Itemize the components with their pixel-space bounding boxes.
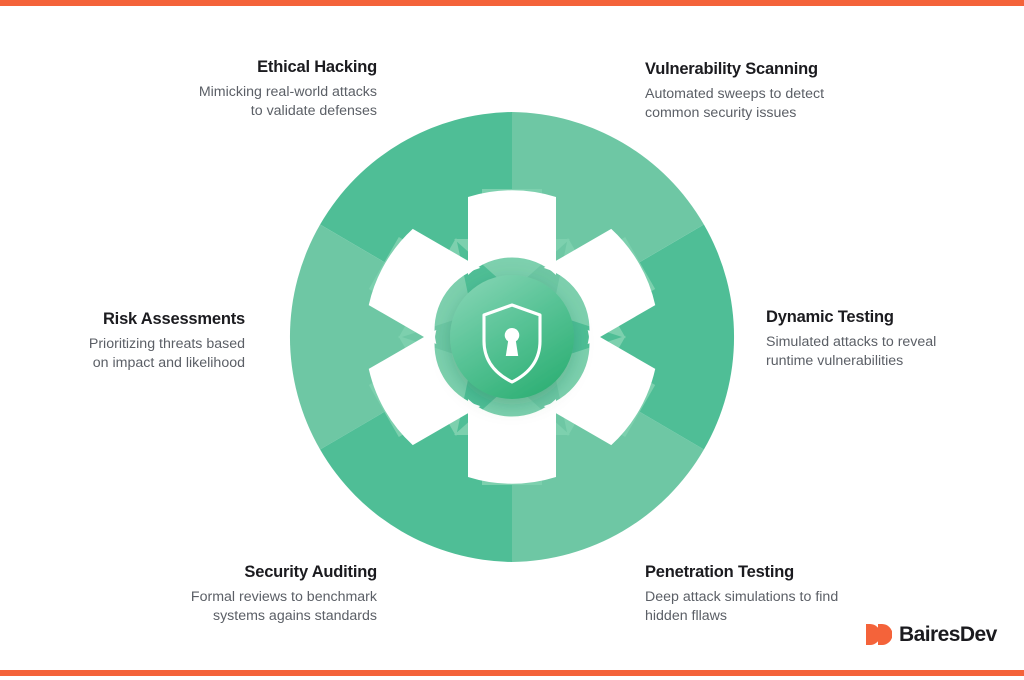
arrow-top xyxy=(454,189,570,291)
desc-line-2: on impact and likelihood xyxy=(92,354,245,371)
bairesdev-double-chevron-mark xyxy=(866,624,892,645)
label-risk-assessments: Risk Assessments Prioritizing threats ba… xyxy=(0,310,245,372)
label-security-auditing: Security Auditing Formal reviews to benc… xyxy=(77,563,377,625)
label-description: Formal reviews to benchmark systems agai… xyxy=(77,588,377,625)
desc-line-2: common security issues xyxy=(645,104,797,121)
center-hub xyxy=(450,275,574,399)
top-accent-bar xyxy=(0,0,1024,6)
desc-line-2: runtime vulnerabilities xyxy=(766,352,904,369)
radial-wheel-graphic xyxy=(289,112,735,562)
keyhole-icon xyxy=(504,327,520,356)
label-description: Simulated attacks to reveal runtime vuln… xyxy=(766,333,1024,370)
wheel-segments xyxy=(289,112,735,562)
desc-line-1: Simulated attacks to reveal xyxy=(766,333,937,350)
label-title: Risk Assessments xyxy=(102,310,245,328)
bairesdev-wordmark: BairesDev xyxy=(899,623,997,646)
desc-line-1: Mimicking real-world attacks xyxy=(198,83,377,100)
arrow-bottom-right xyxy=(551,335,656,437)
label-title: Vulnerability Scanning xyxy=(645,60,818,78)
label-description: Prioritizing threats based on impact and… xyxy=(0,335,245,372)
arrow-bottom xyxy=(454,383,570,485)
label-title: Security Auditing xyxy=(244,563,377,581)
label-description: Deep attack simulations to find hidden f… xyxy=(645,588,945,625)
desc-line-1: Formal reviews to benchmark xyxy=(190,588,377,605)
label-description: Mimicking real-world attacks to validate… xyxy=(77,83,377,120)
label-title: Dynamic Testing xyxy=(766,308,894,326)
arrow-bottom-left xyxy=(368,335,473,437)
inward-arrows xyxy=(368,189,656,485)
arrow-top-right xyxy=(551,237,656,339)
desc-line-1: Prioritizing threats based xyxy=(88,335,245,352)
desc-line-2: hidden fllaws xyxy=(645,607,728,624)
label-title: Penetration Testing xyxy=(645,563,794,581)
desc-line-1: Automated sweeps to detect xyxy=(645,85,825,102)
desc-line-2: to validate defenses xyxy=(250,102,377,119)
bottom-accent-bar xyxy=(0,670,1024,676)
shield-lock-icon xyxy=(482,303,542,384)
label-dynamic-testing: Dynamic Testing Simulated attacks to rev… xyxy=(766,308,1024,370)
arrow-top-left xyxy=(368,237,473,339)
label-description: Automated sweeps to detect common securi… xyxy=(645,85,945,122)
label-vulnerability-scanning: Vulnerability Scanning Automated sweeps … xyxy=(645,60,945,122)
bairesdev-logo: BairesDev xyxy=(866,624,997,645)
desc-line-1: Deep attack simulations to find xyxy=(645,588,839,605)
label-ethical-hacking: Ethical Hacking Mimicking real-world att… xyxy=(77,58,377,120)
desc-line-2: systems agains standards xyxy=(212,607,377,624)
label-penetration-testing: Penetration Testing Deep attack simulati… xyxy=(645,563,945,625)
label-title: Ethical Hacking xyxy=(257,58,377,76)
